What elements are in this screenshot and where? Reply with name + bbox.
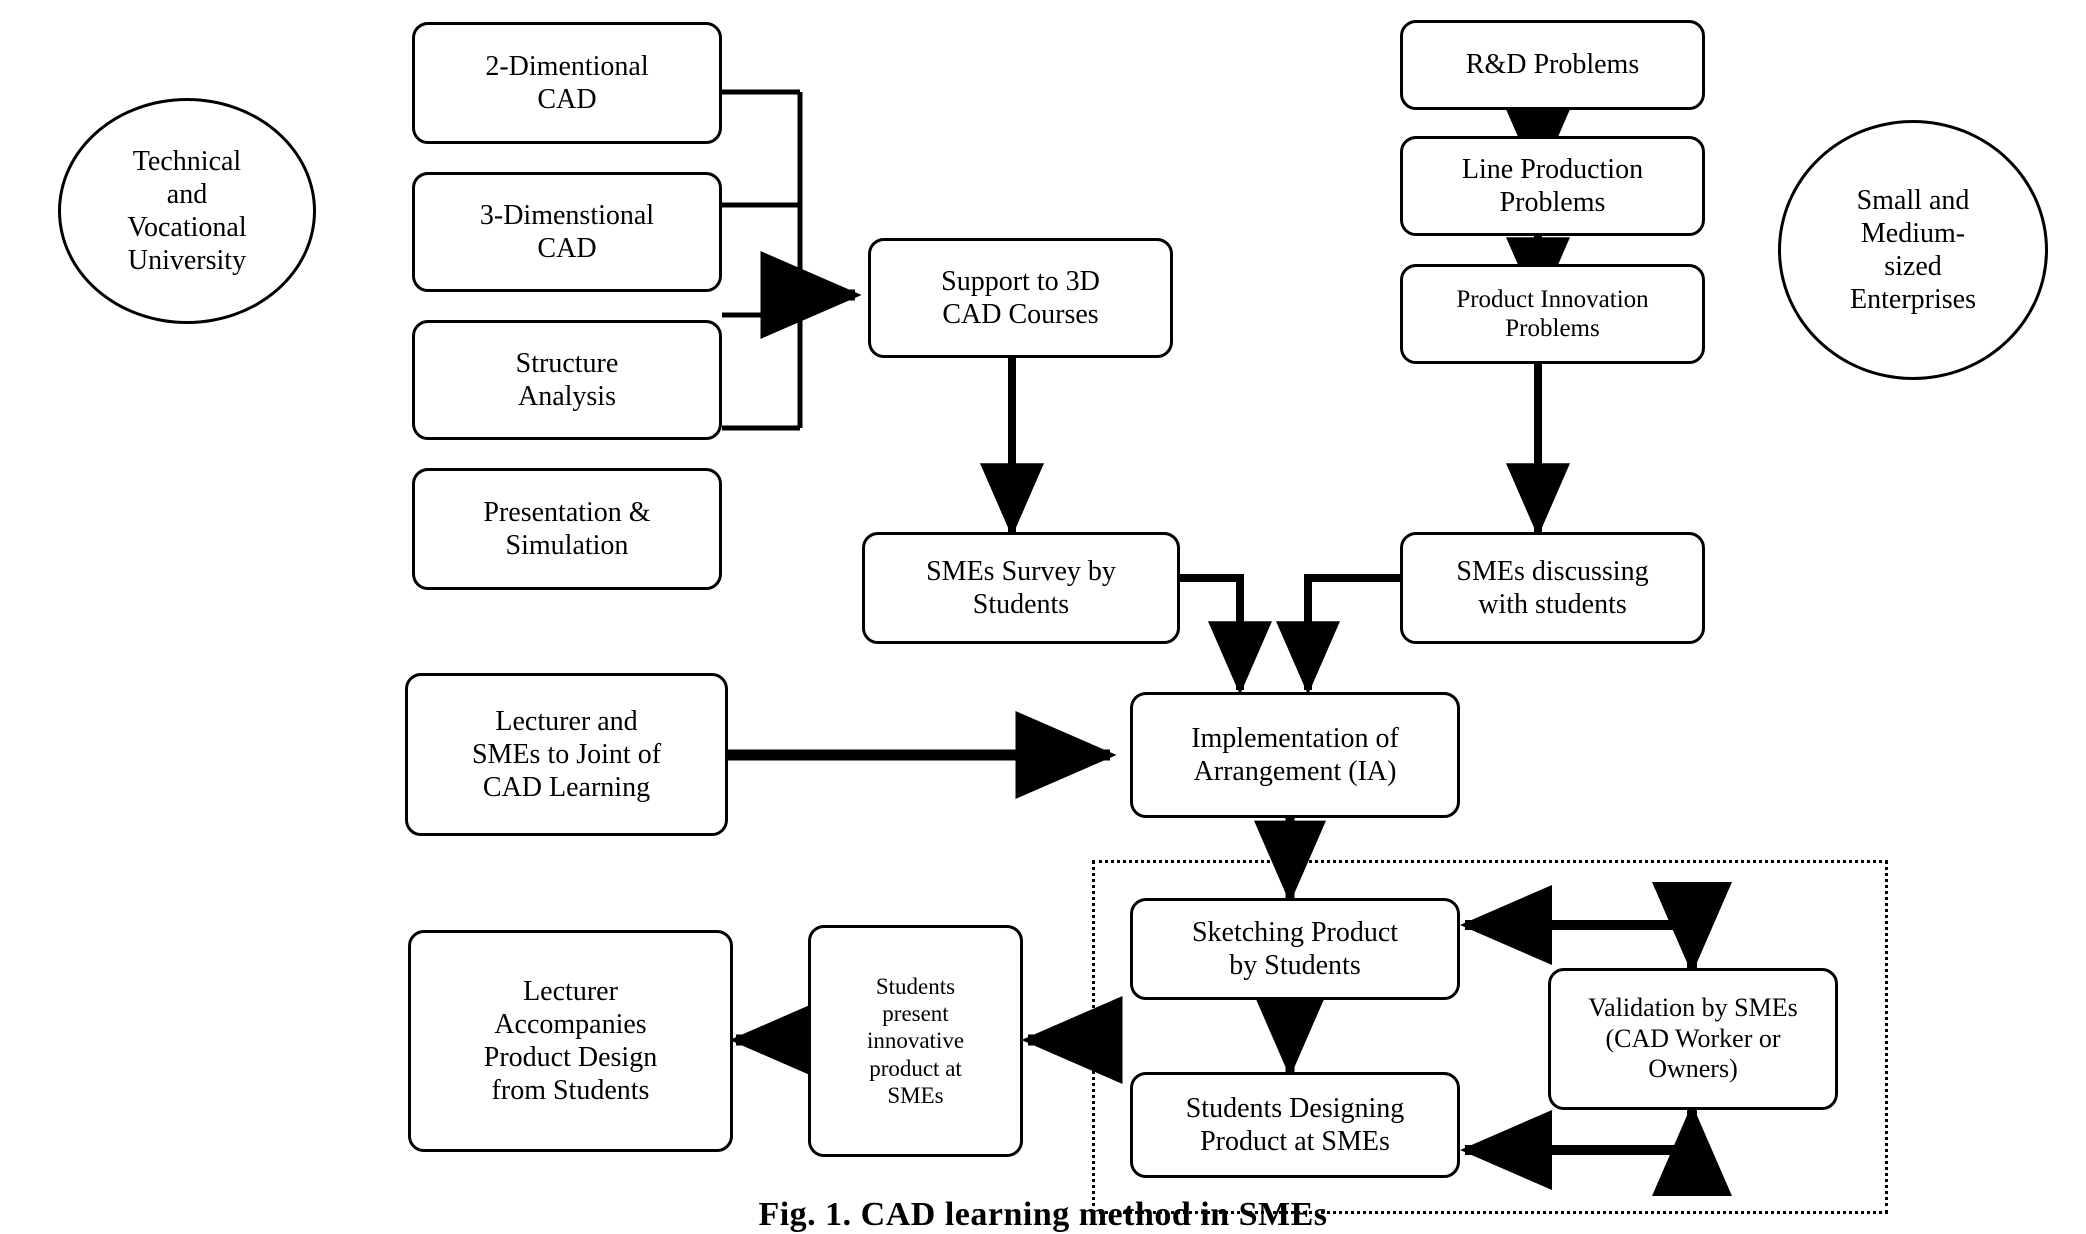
smes-discussing-label: SMEs discussing with students [1456, 555, 1649, 620]
students-present-box: Students present innovative product at S… [808, 925, 1023, 1157]
support-label: Support to 3D CAD Courses [941, 265, 1100, 330]
course-box-presentation-simulation: Presentation & Simulation [412, 468, 722, 590]
students-designing-box: Students Designing Product at SMEs [1130, 1072, 1460, 1178]
figure-caption-text: Fig. 1. CAD learning method in SMEs [758, 1196, 1328, 1233]
actor-university: Technical and Vocational University [58, 98, 316, 324]
lecturer-accompanies-box: Lecturer Accompanies Product Design from… [408, 930, 733, 1152]
designing-label: Students Designing Product at SMEs [1185, 1092, 1405, 1157]
actor-sme: Small and Medium- sized Enterprises [1778, 120, 2048, 380]
line-production-problems-box: Line Production Problems [1400, 136, 1705, 236]
sketching-product-box: Sketching Product by Students [1130, 898, 1460, 1000]
smes-survey-label: SMEs Survey by Students [926, 555, 1116, 620]
joint-cad-learning-label: Lecturer and SMEs to Joint of CAD Learni… [471, 705, 662, 804]
sketching-label: Sketching Product by Students [1191, 916, 1399, 981]
actor-sme-label: Small and Medium- sized Enterprises [1850, 184, 1976, 316]
product-innovation-problems-box: Product Innovation Problems [1400, 264, 1705, 364]
smes-discussing-box: SMEs discussing with students [1400, 532, 1705, 644]
course-label: 3-Dimenstional CAD [479, 199, 655, 264]
problem-label: Line Production Problems [1461, 153, 1644, 218]
smes-survey-box: SMEs Survey by Students [862, 532, 1180, 644]
students-present-label: Students present innovative product at S… [866, 974, 965, 1108]
implementation-arrangement-box: Implementation of Arrangement (IA) [1130, 692, 1460, 818]
support-3d-cad-courses-box: Support to 3D CAD Courses [868, 238, 1173, 358]
connector-discussing-to-ia [1276, 574, 1400, 695]
lecturer-accompanies-label: Lecturer Accompanies Product Design from… [483, 975, 658, 1107]
course-box-structure-analysis: Structure Analysis [412, 320, 722, 440]
validation-label: Validation by SMEs (CAD Worker or Owners… [1588, 992, 1798, 1084]
course-label: Structure Analysis [515, 347, 619, 412]
implementation-label: Implementation of Arrangement (IA) [1191, 722, 1399, 787]
connector-survey-to-ia [1180, 574, 1272, 695]
course-box-3d-cad: 3-Dimenstional CAD [412, 172, 722, 292]
validation-by-smes-box: Validation by SMEs (CAD Worker or Owners… [1548, 968, 1838, 1110]
course-box-2d-cad: 2-Dimentional CAD [412, 22, 722, 144]
course-label: 2-Dimentional CAD [485, 50, 649, 115]
actor-university-label: Technical and Vocational University [127, 145, 247, 277]
problem-label: R&D Problems [1465, 49, 1640, 81]
figure-caption: Fig. 1. CAD learning method in SMEs [0, 1196, 2086, 1234]
rd-problems-box: R&D Problems [1400, 20, 1705, 110]
problem-label: Product Innovation Problems [1456, 285, 1649, 343]
joint-cad-learning-box: Lecturer and SMEs to Joint of CAD Learni… [405, 673, 728, 836]
course-label: Presentation & Simulation [483, 496, 651, 561]
